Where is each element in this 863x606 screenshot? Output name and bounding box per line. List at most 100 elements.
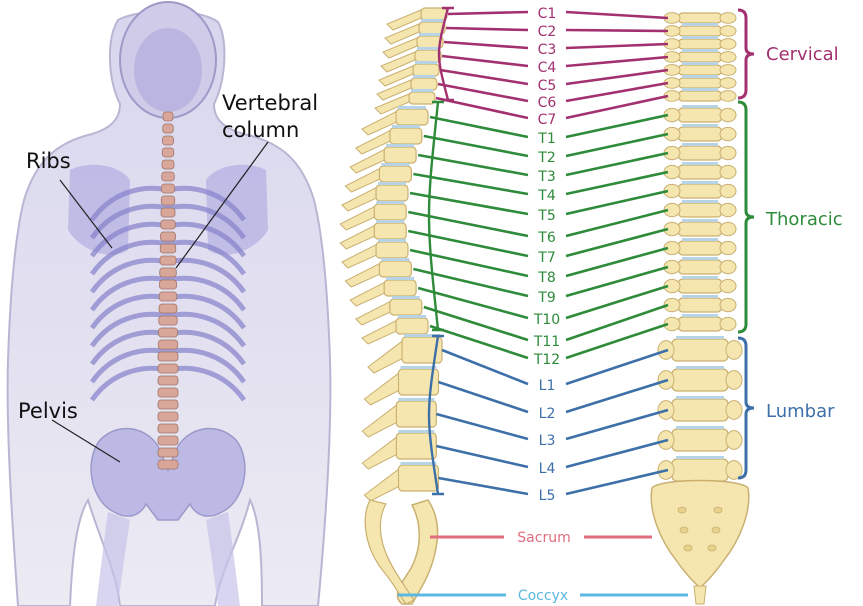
- back-transverse-right: [720, 91, 736, 102]
- body-vertebra: [158, 460, 178, 469]
- sacrum-label: Sacrum: [517, 530, 570, 546]
- body-vertebra: [158, 364, 178, 373]
- back-disc: [682, 143, 718, 146]
- vertebra-label-l4: L4: [539, 461, 556, 477]
- side-disc: [381, 163, 409, 166]
- vertebra-label-t1: T1: [537, 131, 555, 147]
- vertebral-label-line2: column: [222, 118, 299, 142]
- cervical-label: Cervical: [766, 44, 839, 65]
- back-disc: [682, 276, 718, 279]
- back-transverse-right: [726, 401, 742, 420]
- spine-back-view: [651, 13, 749, 604]
- vertebra-label-t7: T7: [537, 250, 555, 266]
- side-disc: [378, 239, 406, 242]
- vertebra-label-t12: T12: [533, 352, 560, 368]
- body-vertebra: [163, 136, 174, 145]
- body-vertebra: [159, 316, 178, 325]
- side-disc: [398, 106, 426, 109]
- sacral-foramen: [712, 527, 720, 533]
- vertebra-label-l3: L3: [539, 433, 556, 449]
- side-vertebral-body: [411, 78, 437, 90]
- leader-line-left: [444, 42, 528, 48]
- back-transverse-right: [726, 341, 742, 360]
- leader-line-left: [436, 446, 528, 467]
- vertebra-label-t9: T9: [537, 290, 555, 306]
- side-vertebral-body: [379, 166, 411, 182]
- body-vertebra: [159, 292, 177, 301]
- back-transverse-right: [720, 184, 736, 197]
- back-disc: [682, 295, 718, 298]
- pelvis-label: Pelvis: [18, 399, 78, 423]
- leader-line-right: [566, 12, 668, 18]
- side-vertebral-body: [376, 242, 408, 258]
- leader-line-right: [566, 115, 668, 137]
- thoracic-bracket: [738, 102, 754, 332]
- back-transverse-right: [720, 108, 736, 121]
- vertebra-label-c4: C4: [538, 60, 557, 76]
- back-transverse-right: [720, 13, 736, 24]
- back-transverse-right: [720, 298, 736, 311]
- back-vertebra: [672, 429, 728, 451]
- sacral-foramen: [678, 507, 686, 513]
- side-vertebral-body: [379, 261, 411, 277]
- side-spinous-process: [362, 405, 396, 437]
- vertebra-label-t10: T10: [533, 312, 560, 328]
- back-vertebra: [678, 222, 722, 236]
- back-transverse-right: [726, 431, 742, 450]
- back-transverse-right: [726, 371, 742, 390]
- body-vertebra: [158, 436, 178, 445]
- side-disc: [400, 366, 436, 369]
- back-disc: [682, 257, 718, 260]
- leader-line-right: [566, 380, 668, 412]
- coccyx-label: Coccyx: [518, 588, 568, 604]
- human-body-illustration: Vertebral column Ribs Pelvis: [8, 2, 331, 606]
- body-vertebra: [162, 160, 174, 169]
- back-disc: [682, 88, 718, 91]
- back-transverse-right: [720, 279, 736, 292]
- sacral-foramen: [680, 527, 688, 533]
- vertebral-label-line1: Vertebral: [222, 91, 318, 115]
- back-transverse-right: [720, 241, 736, 254]
- vertebra-label-c6: C6: [538, 95, 557, 111]
- back-vertebra: [678, 260, 722, 274]
- back-transverse-right: [720, 260, 736, 273]
- side-vertebral-body: [409, 92, 435, 104]
- back-transverse-right: [720, 146, 736, 159]
- side-vertebral-body: [376, 185, 408, 201]
- leader-line-right: [566, 134, 668, 156]
- side-vertebral-body: [413, 64, 439, 76]
- leader-line-left: [418, 155, 528, 175]
- back-disc: [682, 181, 718, 184]
- back-transverse-right: [720, 127, 736, 140]
- back-disc: [682, 36, 718, 39]
- body-vertebra: [160, 268, 177, 277]
- vertebra-label-l1: L1: [539, 378, 556, 394]
- back-vertebra: [672, 459, 728, 481]
- side-disc: [378, 182, 406, 185]
- side-spinous-process: [342, 188, 376, 211]
- leader-line-left: [430, 326, 528, 358]
- side-disc: [411, 89, 433, 92]
- side-vertebral-body: [421, 8, 447, 20]
- body-vertebra: [158, 352, 178, 361]
- side-spinous-process: [356, 302, 390, 325]
- leader-line-left: [410, 193, 528, 214]
- vertebra-label-c2: C2: [538, 24, 557, 40]
- back-vertebra: [678, 78, 722, 88]
- back-transverse-right: [720, 203, 736, 216]
- back-vertebra: [678, 127, 722, 141]
- back-vertebra: [678, 108, 722, 122]
- leader-line-left: [446, 28, 528, 30]
- back-vertebra: [678, 184, 722, 198]
- skull: [134, 28, 202, 112]
- back-disc: [682, 23, 718, 26]
- side-disc: [376, 201, 404, 204]
- body-vertebra: [162, 172, 175, 181]
- side-spinous-process: [364, 469, 398, 501]
- body-vertebra: [159, 304, 177, 313]
- back-disc: [676, 366, 724, 369]
- side-vertebral-body: [374, 223, 406, 239]
- back-vertebra: [678, 165, 722, 179]
- back-vertebra: [678, 13, 722, 23]
- back-disc: [682, 200, 718, 203]
